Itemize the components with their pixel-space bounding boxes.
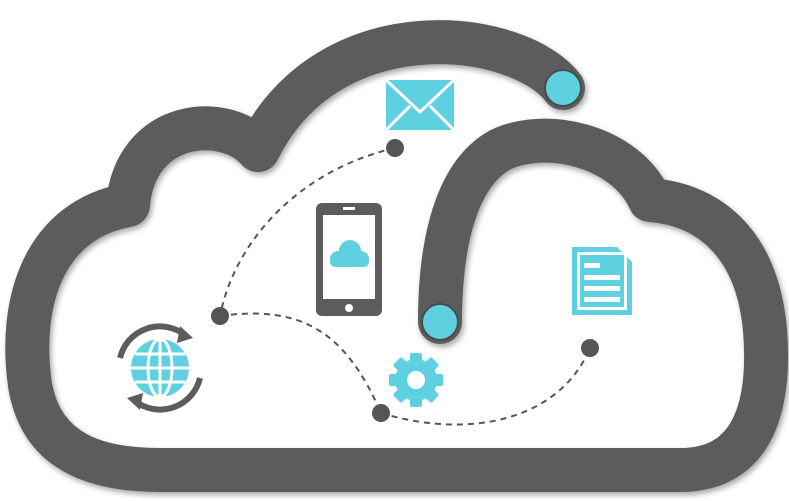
node-dot xyxy=(386,139,404,157)
node-dot xyxy=(211,307,229,325)
cloud-outline xyxy=(5,20,788,492)
node-dot xyxy=(581,339,599,357)
outline-end-dot-inner xyxy=(421,303,459,341)
outline-end-dot-top xyxy=(544,69,582,107)
connector-settings-to-doc xyxy=(380,347,591,426)
connector-mail-to-hub xyxy=(219,147,396,317)
node-dot xyxy=(372,404,390,422)
gear-icon xyxy=(389,353,443,407)
document-icon xyxy=(572,247,632,315)
globe-sync-icon xyxy=(117,323,203,413)
connector-hub-to-settings xyxy=(219,312,382,414)
smartphone-cloud-icon xyxy=(316,203,382,316)
envelope-icon xyxy=(384,78,456,132)
